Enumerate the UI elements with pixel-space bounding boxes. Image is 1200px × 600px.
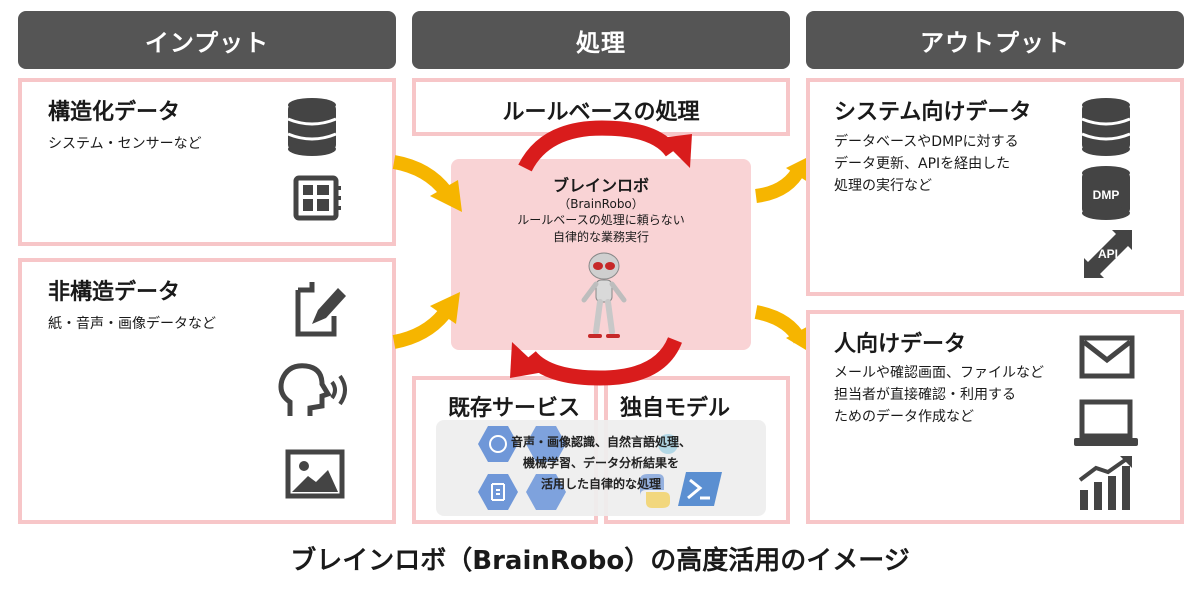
brainrobo-desc2: 自律的な業務実行: [552, 230, 649, 244]
dmp-database-icon: DMP: [1082, 166, 1130, 220]
model-node-icon: [658, 434, 678, 454]
document-edit-icon: [295, 282, 346, 337]
mail-icon: [1079, 335, 1135, 379]
input-header-label: インプット: [144, 28, 270, 57]
database-icon: [287, 98, 337, 156]
output-header: アウトプット: [806, 11, 1184, 69]
human-data-desc-line2: 担当者が直接確認・利用する: [834, 387, 1016, 403]
system-data-title: システム向けデータ: [834, 100, 1032, 125]
system-data-desc-line1: データベースやDMPに対する: [834, 134, 1019, 150]
brain-service-icon: [478, 426, 518, 462]
unstructured-data-title: 非構造データ: [48, 280, 181, 305]
brainrobo-title: ブレインロボ: [552, 176, 649, 195]
system-data-desc-line2: データ更新、APIを経由した: [834, 156, 1011, 172]
top-cycle-arrowhead: [660, 134, 692, 168]
ai-capabilities-text: 音声・画像認識、自然言語処理、 機械学習、データ分析結果を 活用した自律的な処理: [436, 432, 766, 495]
custom-model-title: 独自モデル: [620, 396, 731, 421]
input-header: インプット: [18, 11, 396, 69]
robot-icon: [581, 252, 627, 338]
system-data-desc: データベースやDMPに対する データ更新、APIを経由した 処理の実行など: [834, 131, 1019, 197]
api-label: API: [1098, 247, 1118, 261]
python-icon: [640, 474, 670, 508]
database-icon: [1081, 98, 1131, 156]
unstructured-data-desc: 紙・音声・画像データなど: [48, 316, 216, 332]
human-data-desc-line3: ためのデータ作成など: [834, 409, 974, 425]
structured-data-title: 構造化データ: [48, 100, 181, 125]
human-data-desc: メールや確認画面、ファイルなど 担当者が直接確認・利用する ためのデータ作成など: [834, 362, 1044, 428]
footer-caption: ブレインロボ（BrainRobo）の高度活用のイメージ: [290, 546, 910, 576]
human-data-desc-line1: メールや確認画面、ファイルなど: [834, 365, 1044, 381]
brainrobo-desc1: ルールベースの処理に頼らない: [517, 213, 685, 227]
output-header-label: アウトプット: [920, 28, 1070, 57]
structured-data-desc: システム・センサーなど: [48, 136, 202, 152]
input-to-process-arrow-1: [392, 155, 452, 197]
input-to-process-arrow-2: [392, 309, 450, 349]
ai-capabilities-line1: 音声・画像認識、自然言語処理、: [510, 435, 691, 449]
chip-icon: [293, 175, 341, 221]
text-service-icon: [478, 474, 518, 510]
ai-capabilities-line2: 機械学習、データ分析結果を: [522, 456, 679, 470]
powershell-icon: [678, 472, 722, 506]
process-header-label: 処理: [576, 28, 626, 57]
bottom-cycle-arrowhead: [510, 342, 544, 378]
existing-service-title: 既存サービス: [448, 396, 581, 421]
dmp-label: DMP: [1093, 188, 1120, 202]
bar-chart-icon: [1078, 456, 1132, 510]
system-data-desc-line3: 処理の実行など: [834, 178, 932, 194]
human-data-panel: [806, 310, 1184, 524]
brainrobo-text: ブレインロボ （BrainRobo） ルールベースの処理に頼らない 自律的な業務…: [451, 176, 751, 246]
top-cycle-arrow: [518, 120, 679, 172]
brainrobo-subtitle: （BrainRobo）: [558, 197, 644, 211]
human-data-title: 人向けデータ: [834, 332, 967, 357]
voice-icon: [278, 363, 347, 416]
api-icon: API: [1084, 230, 1132, 278]
laptop-icon: [1074, 399, 1138, 446]
vision-service-icon: [526, 426, 566, 462]
ml-service-icon: [526, 474, 566, 510]
ai-capabilities-line3: 活用した自律的な処理: [540, 477, 661, 491]
bottom-cycle-arrow: [524, 336, 682, 386]
process-header: 処理: [412, 11, 790, 69]
image-icon: [285, 449, 345, 499]
